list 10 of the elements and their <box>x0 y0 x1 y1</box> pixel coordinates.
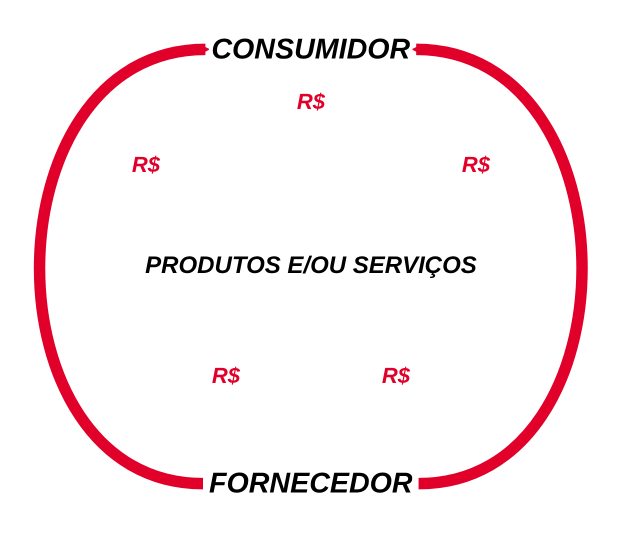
node-text: CONSUMIDOR <box>212 34 410 66</box>
arrow <box>412 44 588 490</box>
arrow <box>34 44 210 490</box>
currency-label: R$ <box>212 363 240 390</box>
currency-label: R$ <box>462 152 490 178</box>
currency-label: R$ <box>132 152 160 178</box>
currency-label: R$ <box>382 363 410 390</box>
node-text: FORNECEDOR <box>209 468 413 500</box>
center-label: PRODUTOS E/OU SERVIÇOS <box>145 252 477 280</box>
currency-label: R$ <box>296 89 326 116</box>
